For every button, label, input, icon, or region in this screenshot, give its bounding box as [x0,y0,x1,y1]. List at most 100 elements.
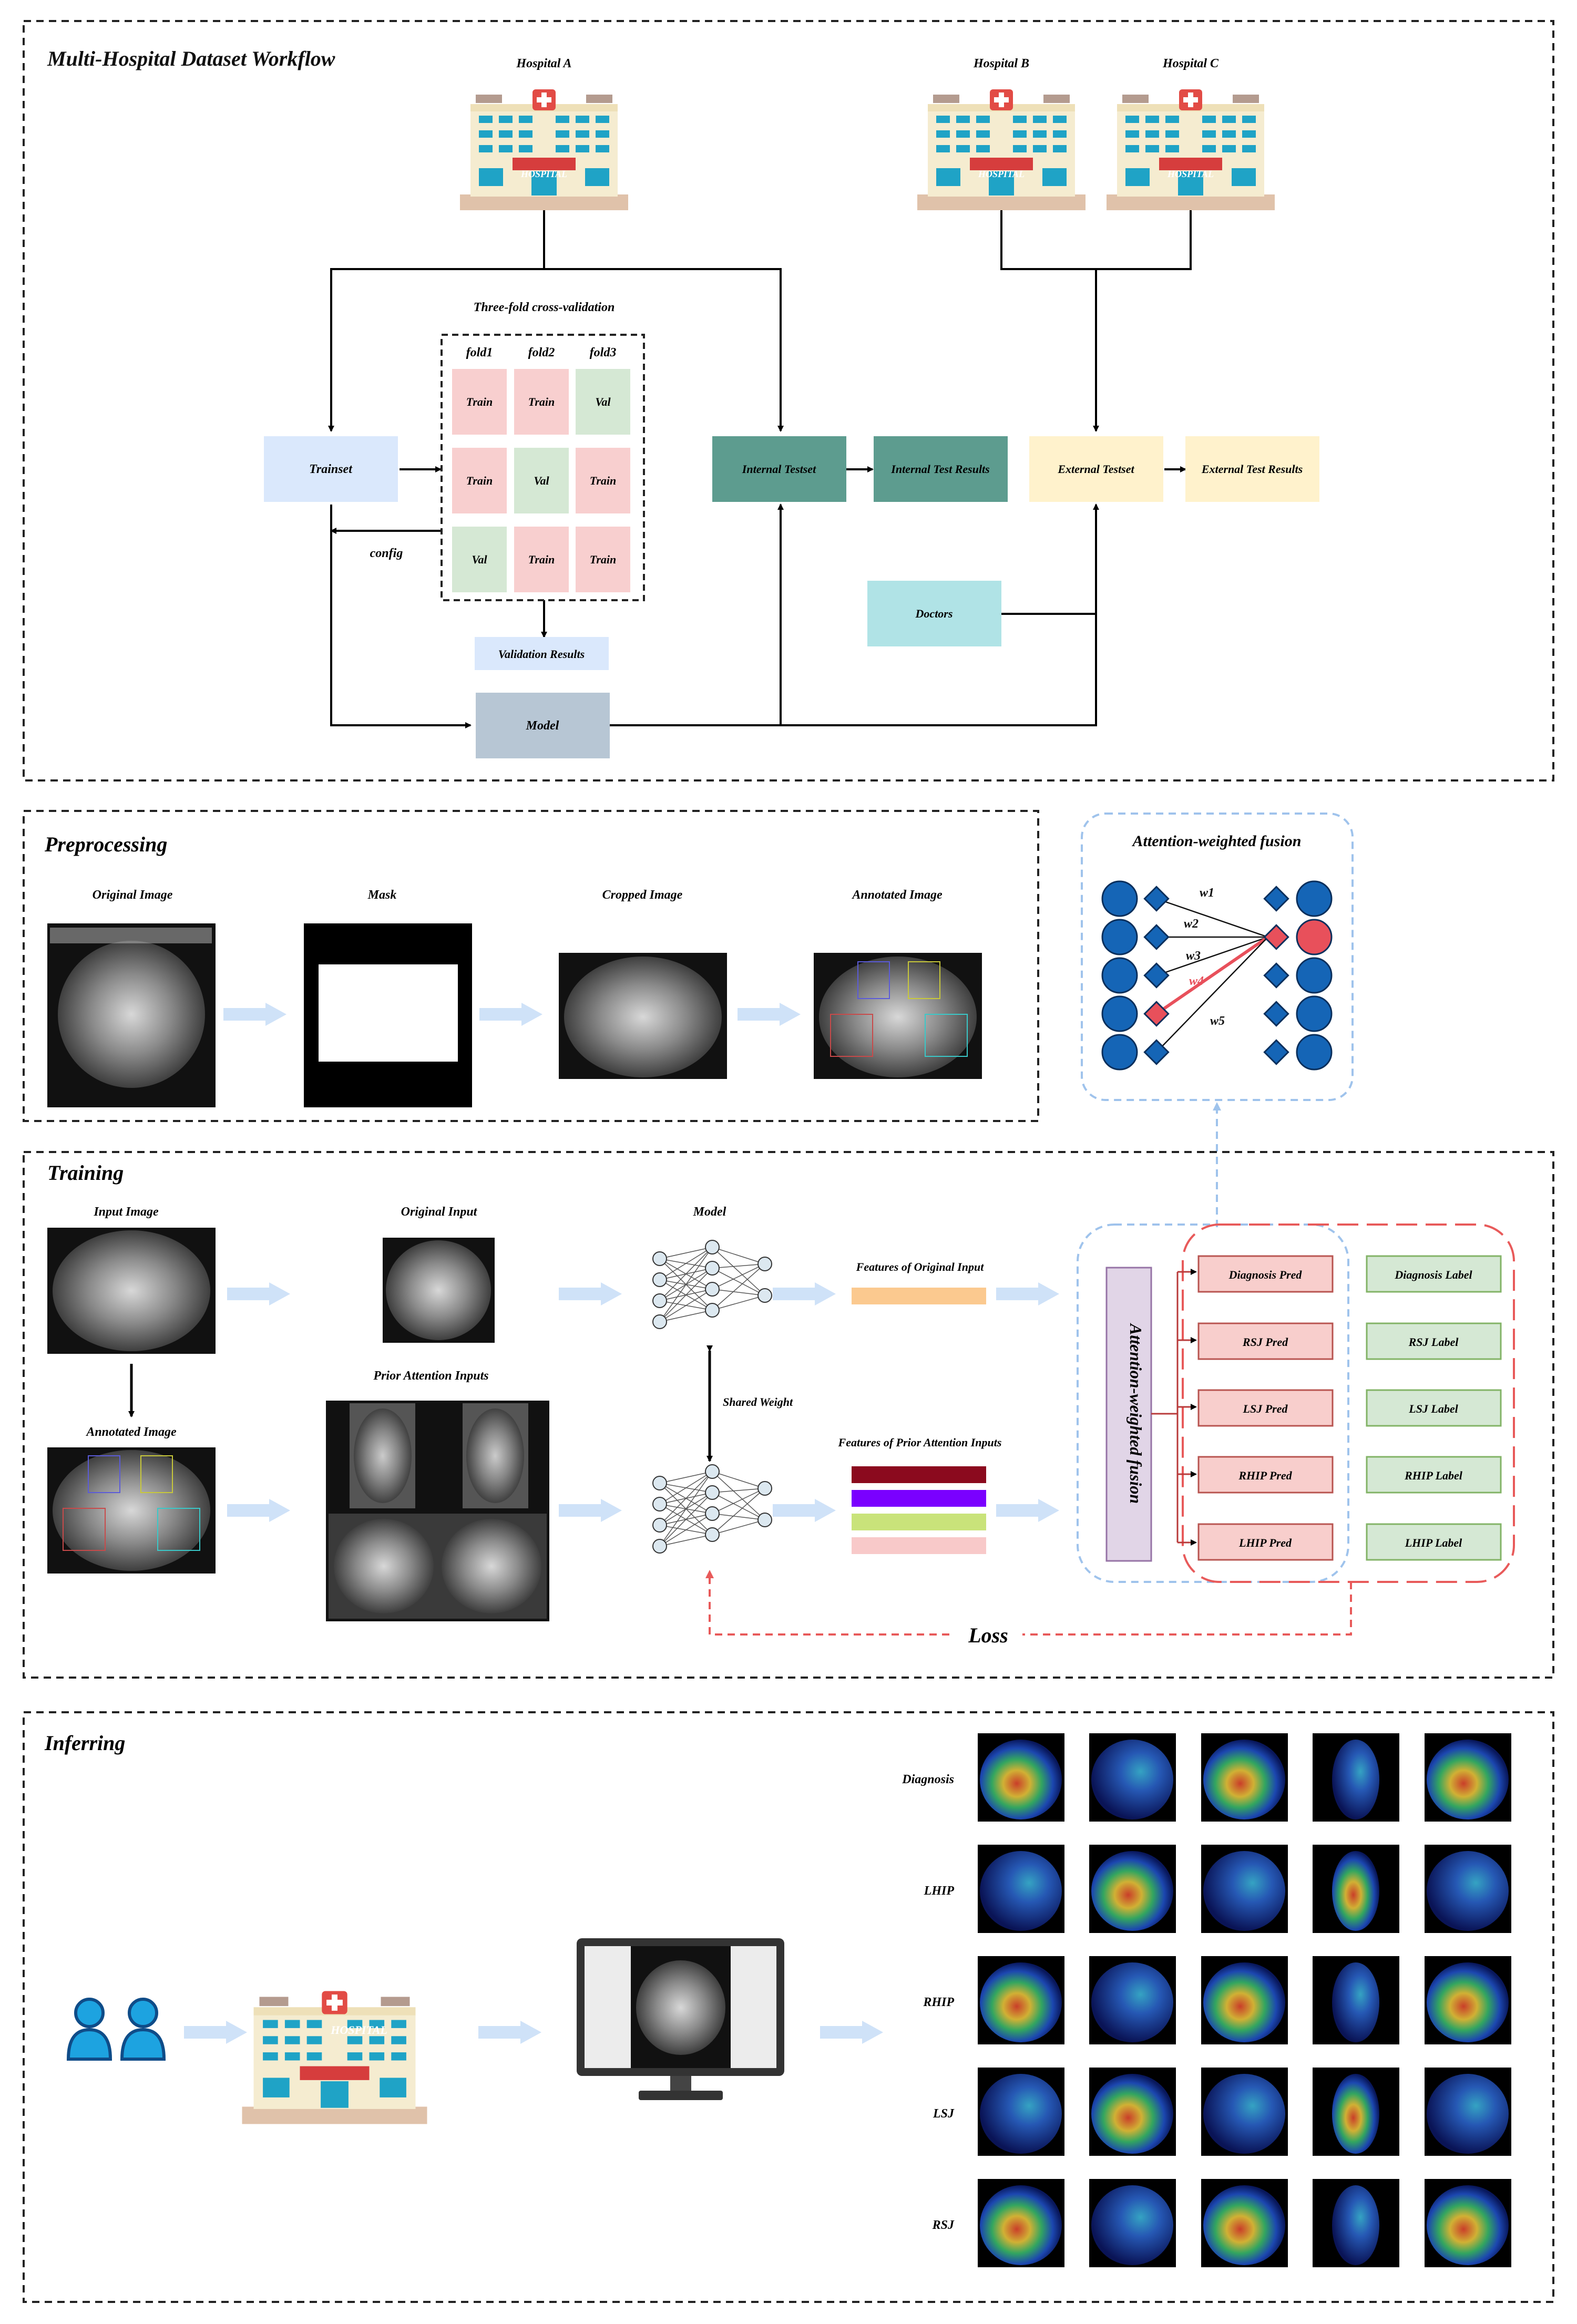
heatmap-overlay [980,1740,1062,1819]
loss-label: Loss [968,1623,1008,1647]
arrow-model-to-features-bottom [773,1499,836,1522]
fold-header: fold2 [528,346,555,359]
heatmap-overlay [980,2185,1062,2265]
fusion-to-preds-connectors [1151,1269,1197,1546]
fusion-input-node [1101,995,1138,1032]
users-icon [68,1999,164,2059]
workflow-section-frame [23,20,1554,781]
external-testset-label: External Testset [1057,462,1134,476]
heatmap-overlay [1427,2185,1509,2265]
annotated-image-label: Annotated Image [85,1425,177,1439]
step-mask-label: Mask [367,888,397,902]
hospital-a-label: Hospital A [516,57,571,70]
label-box [1366,1523,1502,1561]
heatmap-row-label: LHIP [924,1884,955,1898]
fusion-input-node [1101,957,1138,994]
label-label: RHIP Label [1404,1469,1463,1482]
pred-label: RSJ Pred [1242,1335,1288,1349]
heatmap-overlay [1203,1851,1285,1931]
model-nn-label: Model [693,1205,726,1219]
doctors-box [867,581,1001,646]
hospital-b-label: Hospital B [973,57,1029,70]
pred-box [1197,1456,1334,1494]
input-xray-image [47,1228,216,1354]
fold-header: fold3 [590,346,617,359]
fusion-input-node [1101,1034,1138,1071]
fusion-input-node [1101,919,1138,955]
label-box [1366,1255,1502,1293]
pred-label: LHIP Pred [1238,1536,1292,1549]
internal-results-label: Internal Test Results [890,462,989,476]
arrow-model-to-features-top [773,1282,836,1305]
training-section-frame [23,1151,1554,1679]
inference-hospital-sign: HOSPITAL [330,2023,387,2037]
model-box [476,693,610,758]
fusion-output-node [1296,957,1333,994]
arrow-mask-to-cropped [479,1003,542,1026]
fusion-weight-label: w4 [1189,974,1204,988]
feature-bar [852,1514,986,1530]
heatmap-overlay [1332,2185,1379,2265]
arrow-users-to-hospital [184,2021,247,2044]
cv-cell [576,448,630,513]
heatmap-overlay [980,2074,1062,2154]
heatmap-overlay [980,1851,1062,1931]
external-results-box [1185,436,1319,502]
label-box [1366,1456,1502,1494]
shared-weight-label: Shared Weight [723,1395,793,1408]
heatmap-overlay [1203,2074,1285,2154]
fusion-output-node [1296,995,1333,1032]
fusion-bar-label: Attention-weighted fusion [1127,1323,1145,1504]
fusion-weight-label: w5 [1210,1014,1225,1028]
fusion-edge [1156,898,1268,938]
pred-box [1197,1322,1334,1360]
cv-title: Three-fold cross-validation [474,301,615,314]
fusion-output-diamond [1263,1039,1289,1065]
heatmap-row-label: RHIP [923,1996,954,2009]
trainset-label: Trainset [309,462,353,476]
fusion-edge [1156,936,1268,976]
heatmap-overlay [1091,2074,1173,2154]
label-label: LSJ Label [1408,1402,1458,1415]
loss-label-bg [954,1621,1022,1648]
cv-frame [441,334,645,601]
cv-cell [514,527,569,592]
features-prior-label: Features of Prior Attention Inputs [838,1436,1002,1449]
inferring-section-title: Inferring [44,1731,125,1755]
heatmap-overlay [980,1962,1062,2042]
cv-cell [514,369,569,435]
cv-cell-label: Val [534,474,549,487]
preprocessing-section-frame [23,810,1039,1122]
annotated-xray-image [814,953,982,1079]
fusion-output-diamond [1263,962,1289,989]
feature-bar [852,1537,986,1554]
cv-cell [452,369,507,435]
hospital-b-icon [917,89,1086,210]
heatmap-overlay [1091,1740,1173,1819]
validation-results-label: Validation Results [498,647,585,661]
fusion-bar [1105,1267,1152,1562]
monitor-icon [577,1938,784,2100]
hospital-c-sign: HOSPITAL [1167,169,1214,179]
fusion-weight-label: w2 [1184,917,1199,931]
external-results-label: External Test Results [1201,462,1303,476]
arrow-features-bottom-to-fusion [996,1499,1059,1522]
fusion-edge [1155,935,1269,1015]
model-label: Model [526,719,559,733]
fusion-panel-frame [1081,813,1354,1101]
heatmap-overlay [1203,1962,1285,2042]
pred-box [1197,1523,1334,1561]
heatmap-overlay [1091,1851,1173,1931]
workflow-section-title: Multi-Hospital Dataset Workflow [47,47,335,70]
validation-results-box [475,637,609,670]
label-label: LHIP Label [1405,1536,1462,1549]
fold-header: fold1 [466,346,493,359]
fusion-input-diamond [1143,1001,1170,1027]
heatmap-overlay [1427,1851,1509,1931]
loss-arrow [705,1570,1352,1636]
pred-label: Diagnosis Pred [1228,1268,1303,1281]
cv-cell-label: Train [466,395,493,408]
fusion-output-node [1296,1034,1333,1071]
prior-inputs-label: Prior Attention Inputs [373,1369,488,1383]
